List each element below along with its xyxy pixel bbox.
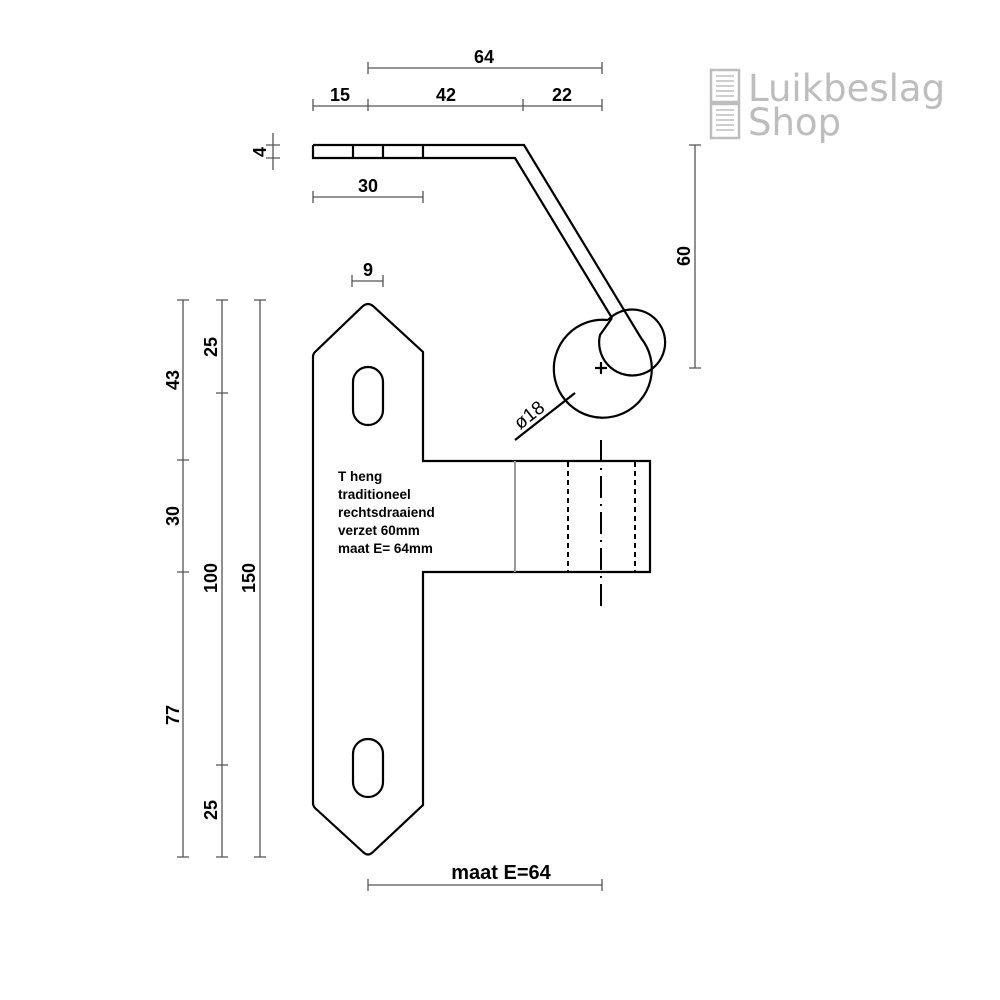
bottom-label-maat-e: maat E=64 — [451, 862, 551, 884]
logo-text-line1: Luikbeslag — [748, 67, 945, 110]
dim-42: 42 — [436, 85, 456, 105]
dim-25-top: 25 — [201, 337, 221, 357]
mounting-slot-bottom — [351, 737, 385, 799]
dim-diameter-18: ø18 — [510, 397, 549, 434]
dim-25-bottom: 25 — [201, 800, 221, 820]
dim-100: 100 — [201, 563, 221, 593]
dim-overall-64: 64 — [474, 47, 494, 67]
dim-22: 22 — [552, 85, 572, 105]
dim-150: 150 — [239, 563, 259, 593]
front-dimensions: 9 43 30 77 25 100 25 150 maat E=64 — [163, 260, 603, 891]
logo-text-line2: Shop — [748, 101, 841, 144]
logo-icon — [709, 68, 741, 140]
dim-30: 30 — [358, 176, 378, 196]
dim-77: 77 — [163, 705, 183, 725]
dim-offset-60: 60 — [674, 246, 694, 266]
dim-thickness-4: 4 — [250, 147, 270, 157]
dim-9: 9 — [363, 260, 373, 280]
dim-43: 43 — [163, 370, 183, 390]
dim-30-left: 30 — [163, 506, 183, 526]
product-note: T heng traditioneel rechtsdraaiend verze… — [338, 469, 439, 556]
dim-15: 15 — [330, 85, 350, 105]
top-dimensions: 64 15 42 22 4 30 60 — [250, 47, 701, 369]
front-view-plate: T heng traditioneel rechtsdraaiend verze… — [311, 302, 652, 856]
logo: Luikbeslag Shop — [709, 67, 945, 144]
mounting-slot-top — [351, 365, 385, 427]
